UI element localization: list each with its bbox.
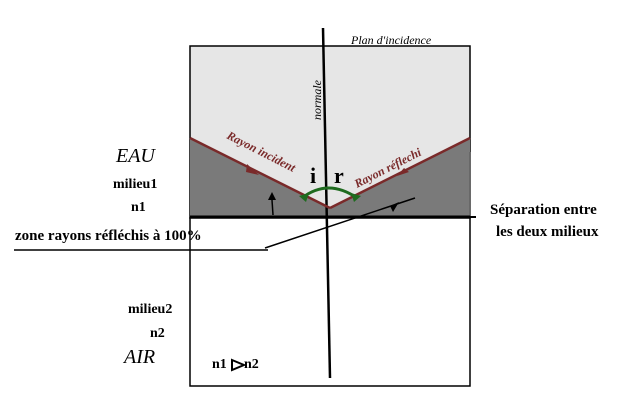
n2-label: n2 [150,326,165,341]
incidence-plane-label: Plan d'incidence [351,33,432,47]
angle-arc-left-head [299,193,309,202]
separation-label-line1: Séparation entre [490,202,597,218]
inequality-n1: n1 [212,357,227,372]
separation-label-line2: les deux milieux [496,224,599,240]
incidence-plane-line [264,197,416,249]
incident-ray-arrow [246,164,259,175]
angle-arc-right-head [351,193,361,202]
angle-i-label: i [310,163,317,188]
greater-than-symbol [231,358,247,372]
pointer-line-left [271,199,274,216]
total-reflection-zone-label: zone rayons réfléchis à 100% [15,228,202,244]
medium2-label: milieu2 [128,302,173,317]
air-label: AIR [124,346,156,368]
reflected-ray-arrow [397,168,409,176]
normal-label: normale [310,79,324,120]
pointer-arrow-right [390,202,399,212]
angle-r-label: r [334,163,344,188]
n1-label: n1 [131,200,146,215]
inequality-n2: n2 [244,357,259,372]
medium1-label: milieu1 [113,177,158,192]
pointer-arrow-left [268,192,276,200]
total-reflection-zone [190,138,470,217]
normal-line [321,27,332,379]
water-label: EAU [116,145,155,167]
